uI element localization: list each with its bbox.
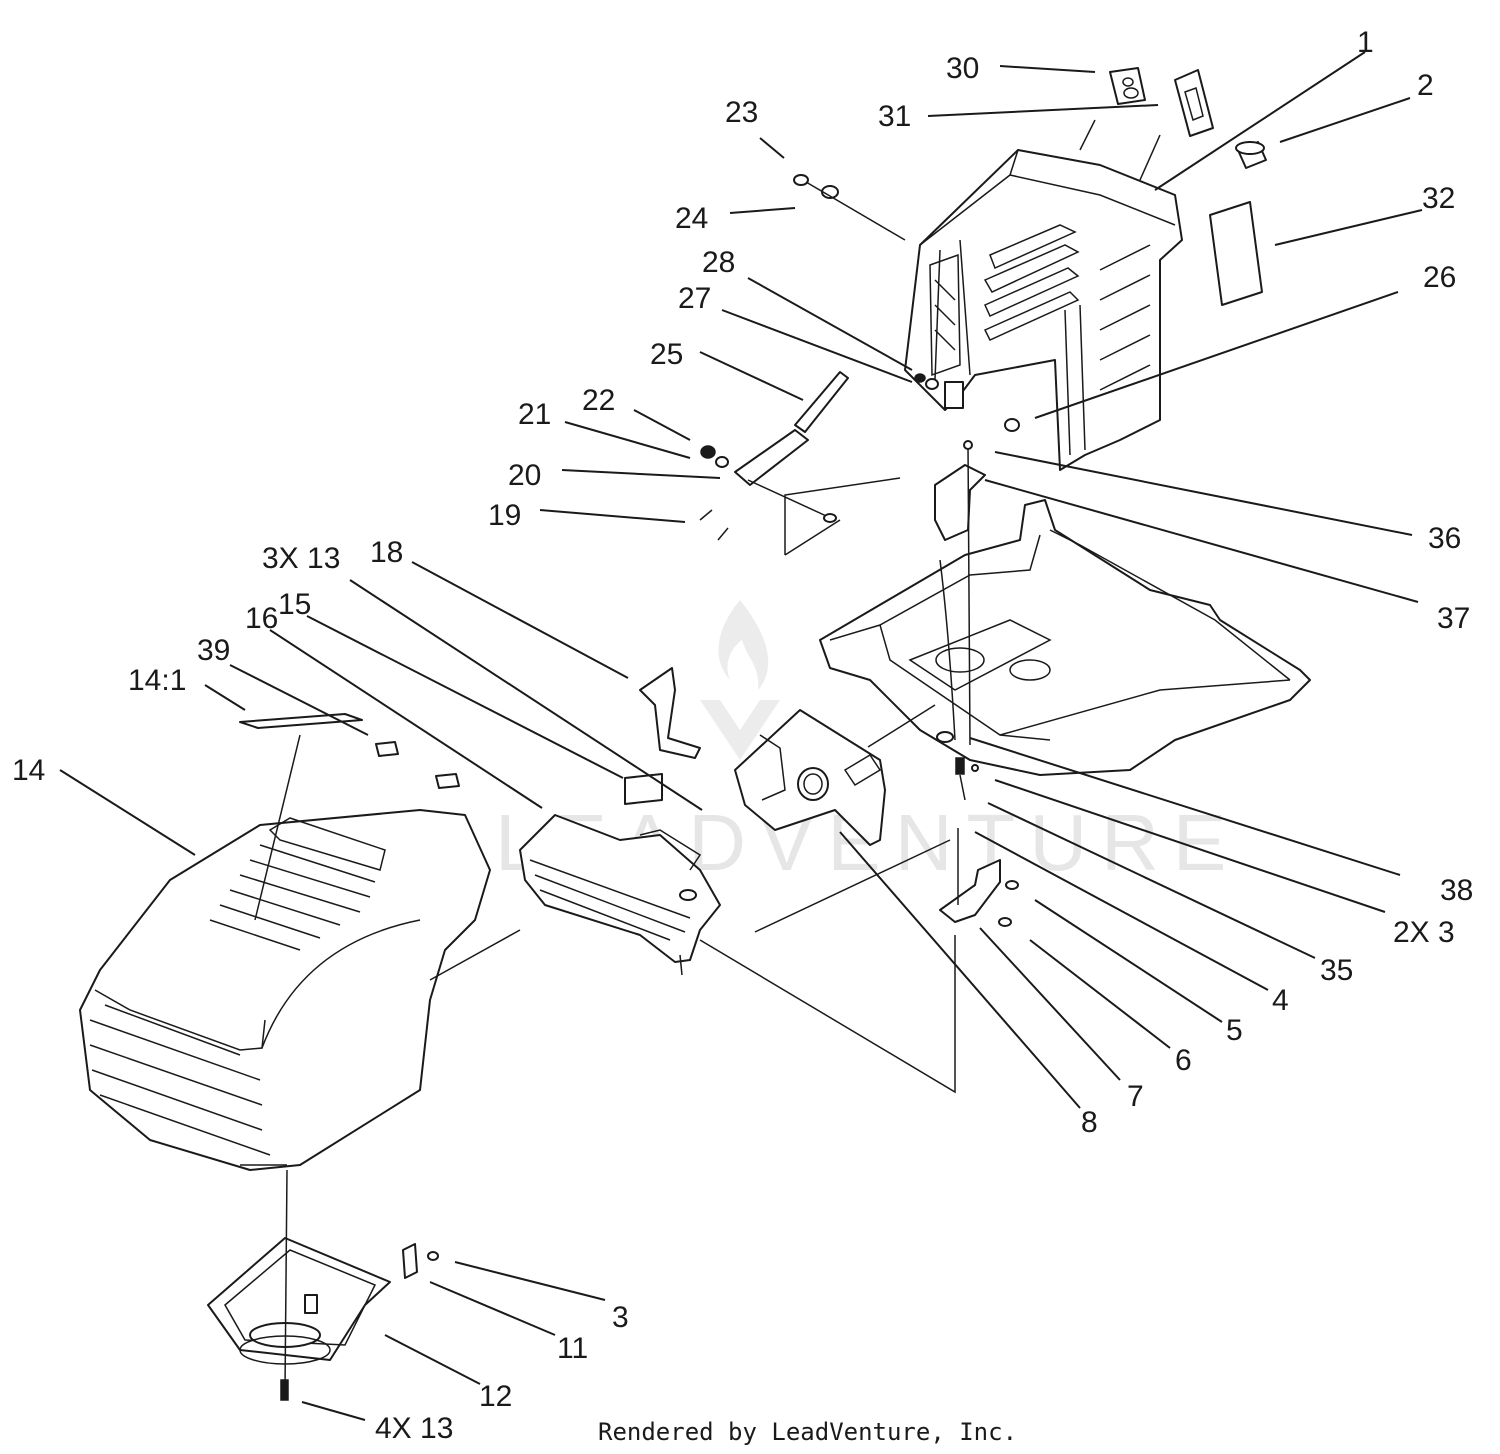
callout-15: 15: [278, 588, 311, 621]
throttle-cable: [939, 559, 956, 741]
hardware-27-28: [914, 373, 939, 390]
callout-7: 7: [1127, 1080, 1144, 1113]
callout-14: 14: [12, 754, 45, 787]
hardware-4-35-38: [936, 731, 979, 801]
callout-4x13: 4X 13: [375, 1412, 453, 1445]
callout-23: 23: [725, 96, 758, 129]
leader-lines: [59, 51, 1423, 1421]
callout-38: 38: [1440, 874, 1473, 907]
nut-23: [793, 174, 809, 186]
rendered-by-footer: Rendered by LeadVenture, Inc.: [598, 1418, 1017, 1446]
decal-15: [624, 773, 663, 805]
hood-14: [79, 809, 491, 1171]
bracket-18: [639, 667, 701, 759]
clip-11: [402, 1243, 439, 1279]
decal-31: [1174, 69, 1214, 137]
callout-19: 19: [488, 499, 521, 532]
callout-28: 28: [702, 246, 735, 279]
assembly-guide-lines: [240, 119, 1161, 1166]
callout-20: 20: [508, 459, 541, 492]
decal-30: [1109, 67, 1146, 105]
callout-2x3: 2X 3: [1393, 916, 1455, 949]
callout-31: 31: [878, 100, 911, 133]
callout-8: 8: [1081, 1106, 1098, 1139]
bracket-5-7: [939, 828, 1019, 927]
callout-16: 16: [245, 602, 278, 635]
callout-30: 30: [946, 52, 979, 85]
callout-3x13: 3X 13: [262, 542, 340, 575]
callout-11: 11: [557, 1332, 588, 1365]
throttle-linkage: [699, 371, 849, 541]
grille-16: [519, 814, 721, 976]
decal-14-1: [239, 713, 363, 729]
decal-32: [1209, 201, 1263, 306]
watermark-flame-icon: [700, 600, 780, 760]
center-bracket: [734, 709, 886, 846]
callout-6: 6: [1175, 1044, 1192, 1077]
callout-12: 12: [479, 1380, 512, 1413]
callout-37: 37: [1437, 602, 1470, 635]
callout-35: 35: [1320, 954, 1353, 987]
callout-24: 24: [675, 202, 708, 235]
dash-console-1: [904, 149, 1183, 471]
bracket-37: [934, 440, 986, 746]
callout-2: 2: [1417, 69, 1434, 102]
callout-3: 3: [612, 1301, 629, 1334]
decal-39: [375, 741, 460, 789]
callout-4: 4: [1272, 984, 1289, 1017]
knob-2: [1235, 141, 1267, 169]
callout-22: 22: [582, 384, 615, 417]
callout-1: 1: [1357, 26, 1374, 59]
callout-21: 21: [518, 398, 551, 431]
screw-13: [280, 1379, 289, 1401]
callout-27: 27: [678, 282, 711, 315]
footrest-pan: [819, 499, 1311, 776]
callout-14-1: 14:1: [128, 664, 186, 697]
grille-frame-12: [207, 1169, 391, 1391]
callout-18: 18: [370, 536, 403, 569]
callout-36: 36: [1428, 522, 1461, 555]
callout-39: 39: [197, 634, 230, 667]
callout-26: 26: [1423, 261, 1456, 294]
callout-32: 32: [1422, 182, 1455, 215]
callout-25: 25: [650, 338, 683, 371]
nut-26: [1004, 418, 1020, 432]
callout-labels: 1 2 3 4 5 6 7 8 11 12 14 14:1 15 16 18 1…: [12, 26, 1473, 1445]
callout-5: 5: [1226, 1014, 1243, 1047]
axis-line-23: [805, 181, 906, 241]
